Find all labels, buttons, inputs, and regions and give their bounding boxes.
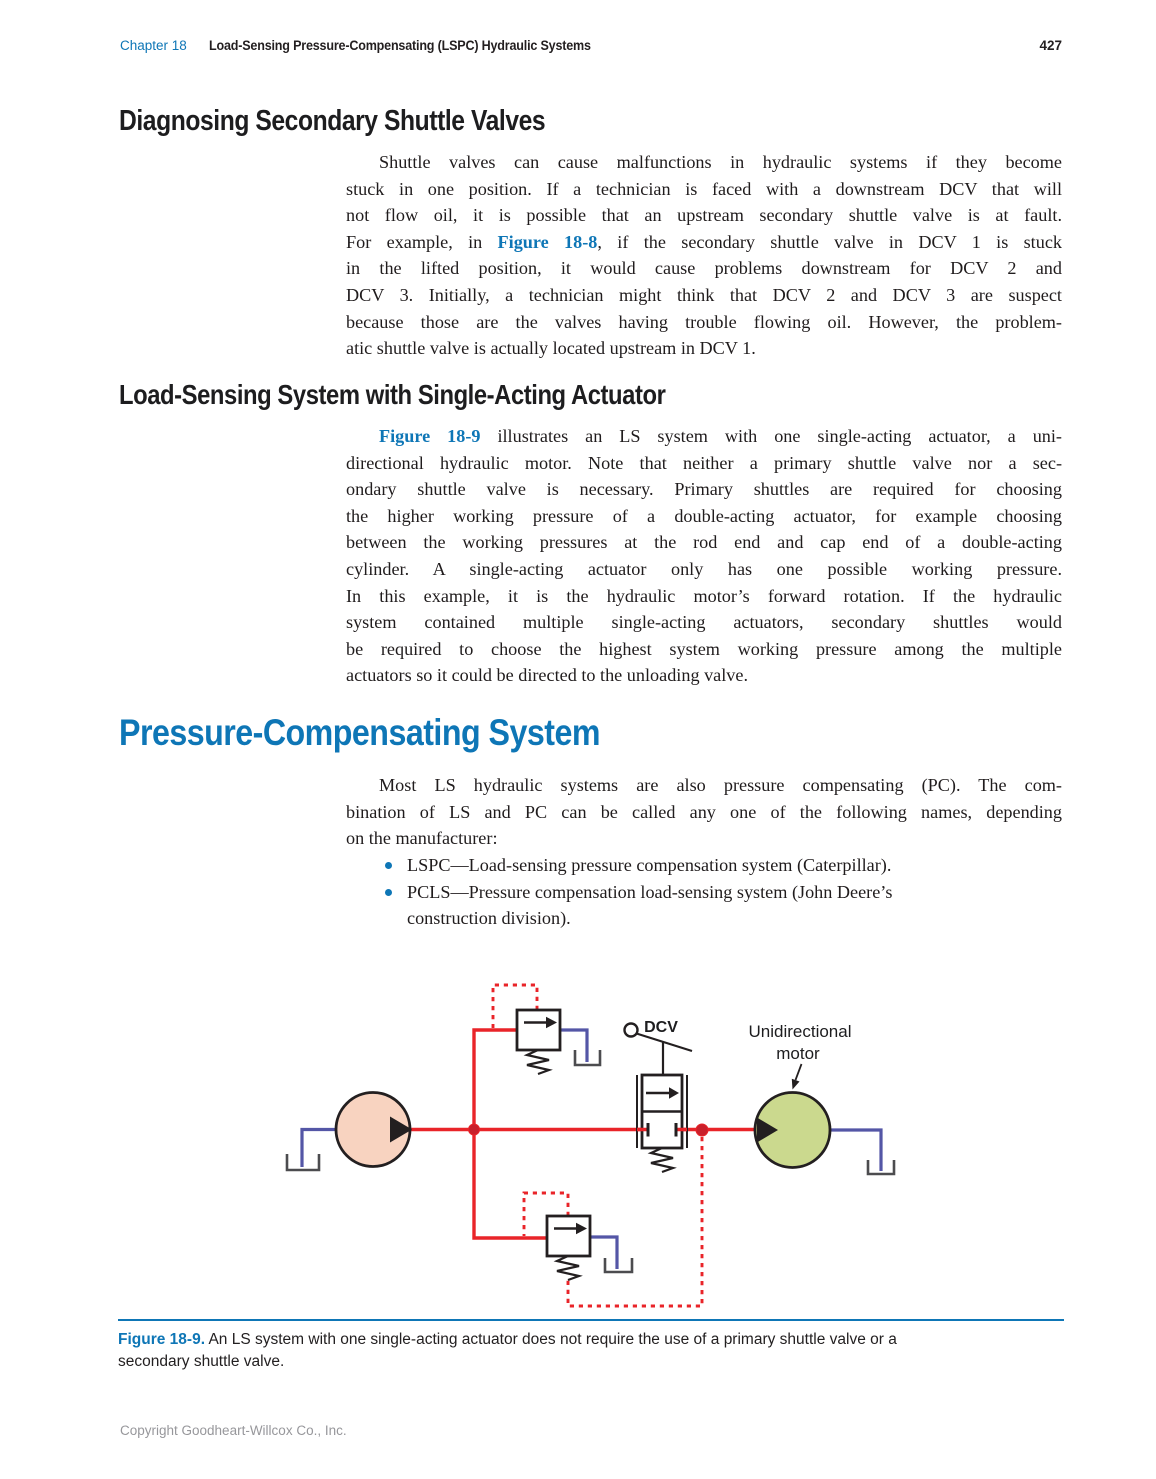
text-line: actuators so it could be directed to the…: [346, 665, 749, 686]
text-line: stuck in one position. If a technician i…: [346, 178, 1062, 199]
figure-18-9-hydraulic-circuit: DCV Unidirectional motor: [285, 983, 896, 1308]
text-line: For example, in Figure 18-8, if the seco…: [346, 231, 1062, 252]
lower-valve-return-line: [590, 1235, 619, 1269]
motor-callout-arrow: [794, 1063, 803, 1081]
text-line: the higher working pressure of a double-…: [346, 505, 1062, 526]
text-line: in the lifted position, it would cause p…: [346, 258, 1062, 279]
pump-flow-arrow-icon: [390, 1116, 412, 1143]
bullet-dot-icon: [385, 862, 392, 869]
junction-dot: [468, 1123, 480, 1136]
dcv-label: DCV: [644, 1019, 678, 1036]
chapter-title: Load-Sensing Pressure-Compensating (LSPC…: [208, 38, 591, 53]
figure-caption: Figure 18-9. An LS system with one singl…: [118, 1329, 1064, 1372]
text-line: bination of LS and PC can be called any …: [346, 801, 1062, 822]
dcv-lever-icon: [636, 1032, 693, 1053]
text-line: not flow oil, it is possible that an ups…: [346, 205, 1062, 226]
text-line: PCLS—Pressure compensation load-sensing …: [407, 881, 893, 902]
copyright-footer: Copyright Goodheart-Willcox Co., Inc.: [120, 1423, 347, 1438]
paragraph-pressure-compensating: Most LS hydraulic systems are also press…: [346, 772, 1062, 852]
text-line: system contained multiple single-acting …: [346, 612, 1062, 633]
spring-icon: [647, 1146, 677, 1174]
text-line: DCV 3. Initially, a technician might thi…: [346, 284, 1062, 305]
text-line: In this example, it is the hydraulic mot…: [346, 585, 1062, 606]
text-line: because those are the valves having trou…: [346, 311, 1062, 332]
upper-valve-pilot-line: [491, 983, 539, 1028]
branch-to-lower-valve: [472, 1129, 547, 1240]
text-line: be required to choose the highest system…: [346, 638, 1062, 659]
section-heading-diagnosing-secondary-shuttle-valves: Diagnosing Secondary Shuttle Valves: [119, 105, 546, 137]
bullet-item: PCLS—Pressure compensation load-sensing …: [346, 879, 1062, 932]
figure-caption-label: Figure 18-9.: [118, 1331, 205, 1348]
paragraph-ls-single-acting: Figure 18-9 illustrates an LS system wit…: [346, 423, 1062, 689]
chapter-number: Chapter 18: [120, 38, 187, 53]
dcv-side-rails: [636, 1075, 688, 1148]
junction-dot: [695, 1123, 709, 1137]
bullet-list-system-names: LSPC—Load-sensing pressure compensation …: [346, 852, 1062, 932]
bullet-text: LSPC—Load-sensing pressure compensation …: [407, 852, 891, 879]
running-header: Chapter 18 Load-Sensing Pressure-Compens…: [120, 38, 1062, 53]
caption-divider-rule: [118, 1319, 1064, 1321]
text-line: directional hydraulic motor. Note that n…: [346, 452, 1062, 473]
tank-icon: [866, 1160, 896, 1176]
text-line: on the manufacturer:: [346, 828, 498, 849]
pump-inlet-line: [300, 1127, 337, 1167]
motor-flow-arrow-icon: [757, 1117, 778, 1143]
caption-text: An LS system with one single-acting actu…: [208, 1331, 897, 1348]
paragraph-shuttle-valves: Shuttle valves can cause malfunctions in…: [346, 149, 1062, 362]
section-heading-pressure-compensating-system: Pressure-Compensating System: [119, 712, 600, 753]
text-line: between the working pressures at the rod…: [346, 532, 1062, 553]
bullet-text: PCLS—Pressure compensation load-sensing …: [407, 879, 892, 932]
tank-icon: [603, 1258, 634, 1274]
dcv-flow-arrowhead-icon: [669, 1087, 679, 1099]
motor-symbol: [753, 1091, 832, 1169]
dcv-blocked-port-icon: [646, 1123, 678, 1137]
text-line: LSPC—Load-sensing pressure compensation …: [407, 855, 892, 875]
valve-flow-arrowhead-icon: [546, 1016, 557, 1029]
text-line: Most LS hydraulic systems are also press…: [379, 775, 1062, 795]
text-line: Shuttle valves can cause malfunctions in…: [379, 152, 1062, 172]
text-line: cylinder. A single-acting actuator only …: [346, 558, 1062, 579]
text-line: Figure 18-9 illustrates an LS system wit…: [379, 426, 1062, 446]
spring-icon: [523, 1048, 553, 1076]
upper-valve-return-line: [560, 1028, 589, 1062]
unloading-valve-symbol: [515, 1008, 562, 1052]
compensator-valve-symbol: [545, 1214, 592, 1258]
motor-callout-arrowhead-icon: [791, 1078, 800, 1090]
tank-icon: [285, 1154, 321, 1172]
dcv-lever-knob-icon: [623, 1022, 639, 1038]
branch-to-upper-valve: [472, 1028, 517, 1130]
text-line: construction division).: [407, 908, 571, 929]
motor-return-line: [830, 1128, 883, 1171]
spring-icon: [553, 1254, 583, 1282]
valve-flow-arrowhead-icon: [576, 1222, 587, 1235]
tank-icon: [573, 1050, 602, 1067]
lower-valve-pilot-line: [522, 1191, 570, 1236]
section-heading-load-sensing-single-acting: Load-Sensing System with Single-Acting A…: [119, 379, 666, 410]
caption-line: secondary shuttle valve.: [118, 1352, 285, 1370]
motor-label-line1: Unidirectional: [749, 1022, 852, 1041]
caption-line: Figure 18-9. An LS system with one singl…: [118, 1329, 1064, 1351]
motor-label-line2: motor: [776, 1044, 820, 1063]
page-number: 427: [1039, 38, 1062, 53]
load-sensing-line: [566, 1137, 704, 1308]
text-line: atic shuttle valve is actually located u…: [346, 338, 756, 359]
bullet-dot-icon: [385, 888, 392, 896]
bullet-item: LSPC—Load-sensing pressure compensation …: [346, 852, 1062, 879]
text-line: ondary shuttle valve is necessary. Prima…: [346, 479, 1062, 500]
